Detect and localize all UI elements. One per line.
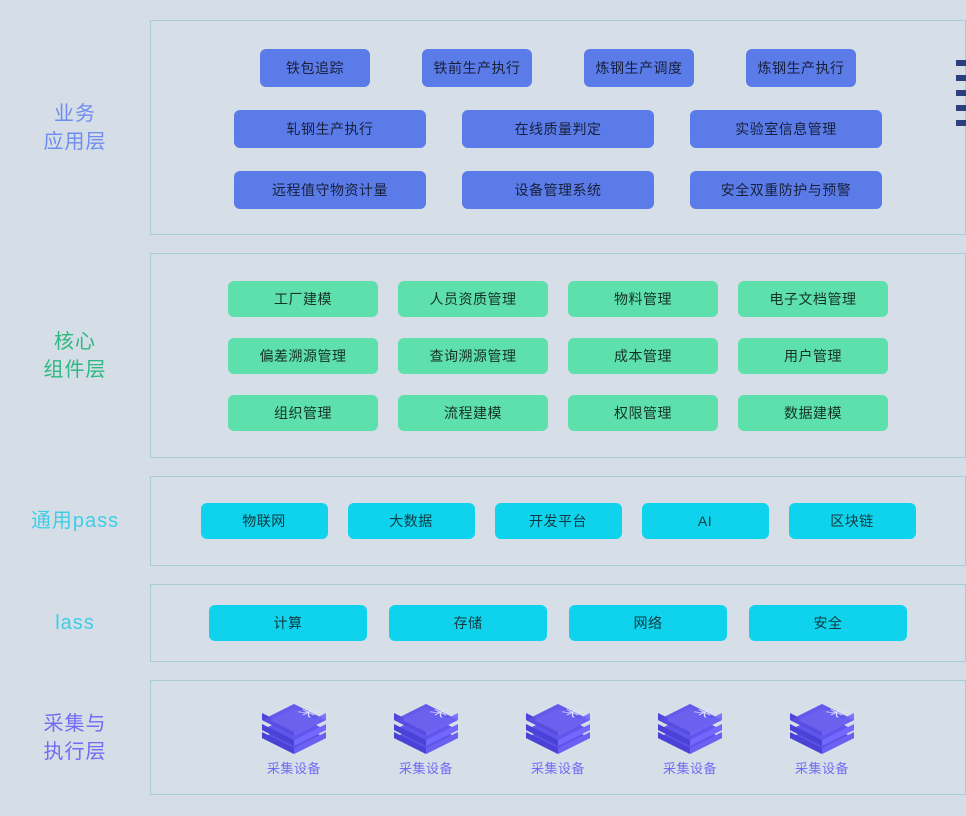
core-row-3: 组织管理 流程建模 权限管理 数据建模 <box>151 394 965 431</box>
device-caption: 采集设备 <box>662 761 717 776</box>
business-row-3: 远程值守物资计量 设备管理系统 安全双重防护与预警 <box>151 170 965 210</box>
paas-chip-big-data[interactable]: 大数据 <box>347 503 475 539</box>
layer-iaas: lass 计算 存储 网络 安全 <box>0 584 966 662</box>
core-chip-factory-modeling[interactable]: 工厂建模 <box>228 280 378 317</box>
device-caption: 采集设备 <box>530 761 585 776</box>
layer-panel-acquisition-execution: 采 采集设备 <box>150 680 966 795</box>
layer-label-business-application: 业务 应用层 <box>43 102 107 153</box>
device-row-1: 采 采集设备 <box>151 688 965 788</box>
business-chip-lab-information-management[interactable]: 实验室信息管理 <box>690 109 882 148</box>
layer-label-acquisition-execution: 采集与 执行层 <box>43 712 107 763</box>
paas-row-1: 物联网 大数据 开发平台 AI 区块链 <box>151 503 965 539</box>
business-chip-remote-material-metering[interactable]: 远程值守物资计量 <box>234 170 426 209</box>
iaas-chip-security[interactable]: 安全 <box>749 605 907 641</box>
business-chip-online-quality-judgement[interactable]: 在线质量判定 <box>462 109 654 148</box>
edge-marker-group <box>956 60 966 126</box>
core-chip-query-traceability[interactable]: 查询溯源管理 <box>398 337 548 374</box>
device-caption: 采集设备 <box>398 761 453 776</box>
paas-chip-blockchain[interactable]: 区块链 <box>788 503 916 539</box>
edge-marker-swatch <box>956 75 966 81</box>
core-row-1: 工厂建模 人员资质管理 物料管理 电子文档管理 <box>151 280 965 317</box>
device-item-4[interactable]: 采 采集设备 <box>624 698 756 777</box>
cube-device-icon: 采 <box>786 698 858 756</box>
device-item-5[interactable]: 采 采集设备 <box>756 698 888 777</box>
core-chip-permission-management[interactable]: 权限管理 <box>568 394 718 431</box>
device-item-3[interactable]: 采 采集设备 <box>492 698 624 777</box>
device-caption: 采集设备 <box>794 761 849 776</box>
core-chip-deviation-traceability[interactable]: 偏差溯源管理 <box>228 337 378 374</box>
device-caption: 采集设备 <box>266 761 321 776</box>
core-chip-personnel-qualification[interactable]: 人员资质管理 <box>398 280 548 317</box>
paas-chip-ai[interactable]: AI <box>641 503 769 539</box>
layer-core-component: 核心 组件层 工厂建模 人员资质管理 物料管理 电子文档管理 偏差溯源管理 查询… <box>0 253 966 458</box>
layer-label-general-paas: 通用pass <box>30 510 120 532</box>
iaas-row-1: 计算 存储 网络 安全 <box>151 605 965 641</box>
core-chip-material-management[interactable]: 物料管理 <box>568 280 718 317</box>
business-chip-steelmaking-scheduling[interactable]: 炼钢生产调度 <box>584 48 694 87</box>
business-chip-steelmaking-execution[interactable]: 炼钢生产执行 <box>746 48 856 87</box>
edge-marker-swatch <box>956 105 966 111</box>
business-row-2: 轧钢生产执行 在线质量判定 实验室信息管理 <box>151 109 965 149</box>
layer-panel-iaas: 计算 存储 网络 安全 <box>150 584 966 662</box>
edge-marker-swatch <box>956 90 966 96</box>
edge-marker-swatch <box>956 120 966 126</box>
iaas-chip-network[interactable]: 网络 <box>569 605 727 641</box>
device-item-1[interactable]: 采 采集设备 <box>228 698 360 777</box>
paas-chip-dev-platform[interactable]: 开发平台 <box>494 503 622 539</box>
core-chip-data-modeling[interactable]: 数据建模 <box>738 394 888 431</box>
layer-panel-general-paas: 物联网 大数据 开发平台 AI 区块链 <box>150 476 966 566</box>
business-chip-tiebao-tracking[interactable]: 铁包追踪 <box>260 48 370 87</box>
layer-panel-core-component: 工厂建模 人员资质管理 物料管理 电子文档管理 偏差溯源管理 查询溯源管理 成本… <box>150 253 966 458</box>
edge-marker-swatch <box>956 60 966 66</box>
layer-label-iaas: lass <box>55 612 95 634</box>
cube-device-icon: 采 <box>522 698 594 756</box>
iaas-chip-compute[interactable]: 计算 <box>209 605 367 641</box>
business-chip-safety-dual-prevention[interactable]: 安全双重防护与预警 <box>690 170 882 209</box>
layer-acquisition-execution: 采集与 执行层 <box>0 680 966 795</box>
cube-device-icon: 采 <box>258 698 330 756</box>
business-chip-rolling-execution[interactable]: 轧钢生产执行 <box>234 109 426 148</box>
device-item-2[interactable]: 采 采集设备 <box>360 698 492 777</box>
paas-chip-iot[interactable]: 物联网 <box>200 503 328 539</box>
core-chip-process-modeling[interactable]: 流程建模 <box>398 394 548 431</box>
core-row-2: 偏差溯源管理 查询溯源管理 成本管理 用户管理 <box>151 337 965 374</box>
layer-panel-business-application: 铁包追踪 铁前生产执行 炼钢生产调度 炼钢生产执行 轧钢生产执行 在线质量判定 … <box>150 20 966 235</box>
core-chip-cost-management[interactable]: 成本管理 <box>568 337 718 374</box>
cube-device-icon: 采 <box>390 698 462 756</box>
iaas-chip-storage[interactable]: 存储 <box>389 605 547 641</box>
business-chip-equipment-management[interactable]: 设备管理系统 <box>462 170 654 209</box>
core-chip-user-management[interactable]: 用户管理 <box>738 337 888 374</box>
business-chip-ironmaking-execution[interactable]: 铁前生产执行 <box>422 48 532 87</box>
layer-business-application: 业务 应用层 铁包追踪 铁前生产执行 炼钢生产调度 炼钢生产执行 轧钢生产执行 … <box>0 20 966 235</box>
layer-general-paas: 通用pass 物联网 大数据 开发平台 AI 区块链 <box>0 476 966 566</box>
core-chip-electronic-document-management[interactable]: 电子文档管理 <box>738 280 888 317</box>
core-chip-organization-management[interactable]: 组织管理 <box>228 394 378 431</box>
cube-device-icon: 采 <box>654 698 726 756</box>
layer-label-core-component: 核心 组件层 <box>43 330 107 381</box>
business-row-1: 铁包追踪 铁前生产执行 炼钢生产调度 炼钢生产执行 <box>151 48 965 88</box>
